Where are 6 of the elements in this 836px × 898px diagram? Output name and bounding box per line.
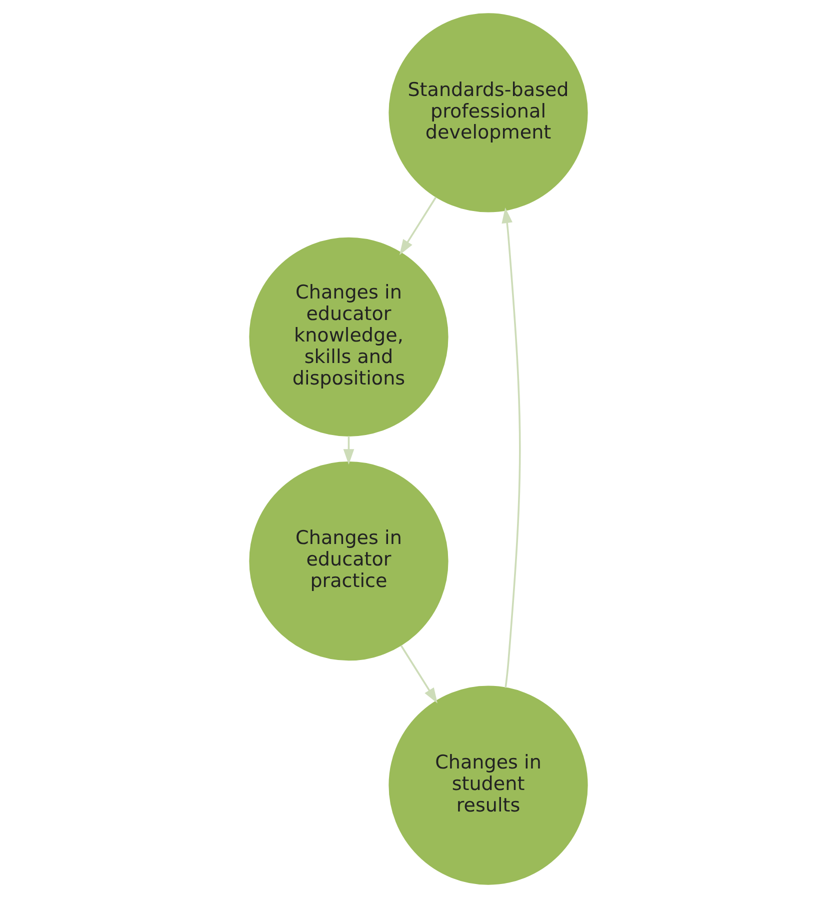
node-circle: Standards-based professional development: [388, 13, 588, 212]
arrow: [398, 196, 436, 256]
arrow: [342, 436, 354, 465]
arrow: [501, 208, 520, 688]
node-circle: Changes in educator practice: [248, 462, 448, 661]
arrow: [400, 645, 438, 704]
